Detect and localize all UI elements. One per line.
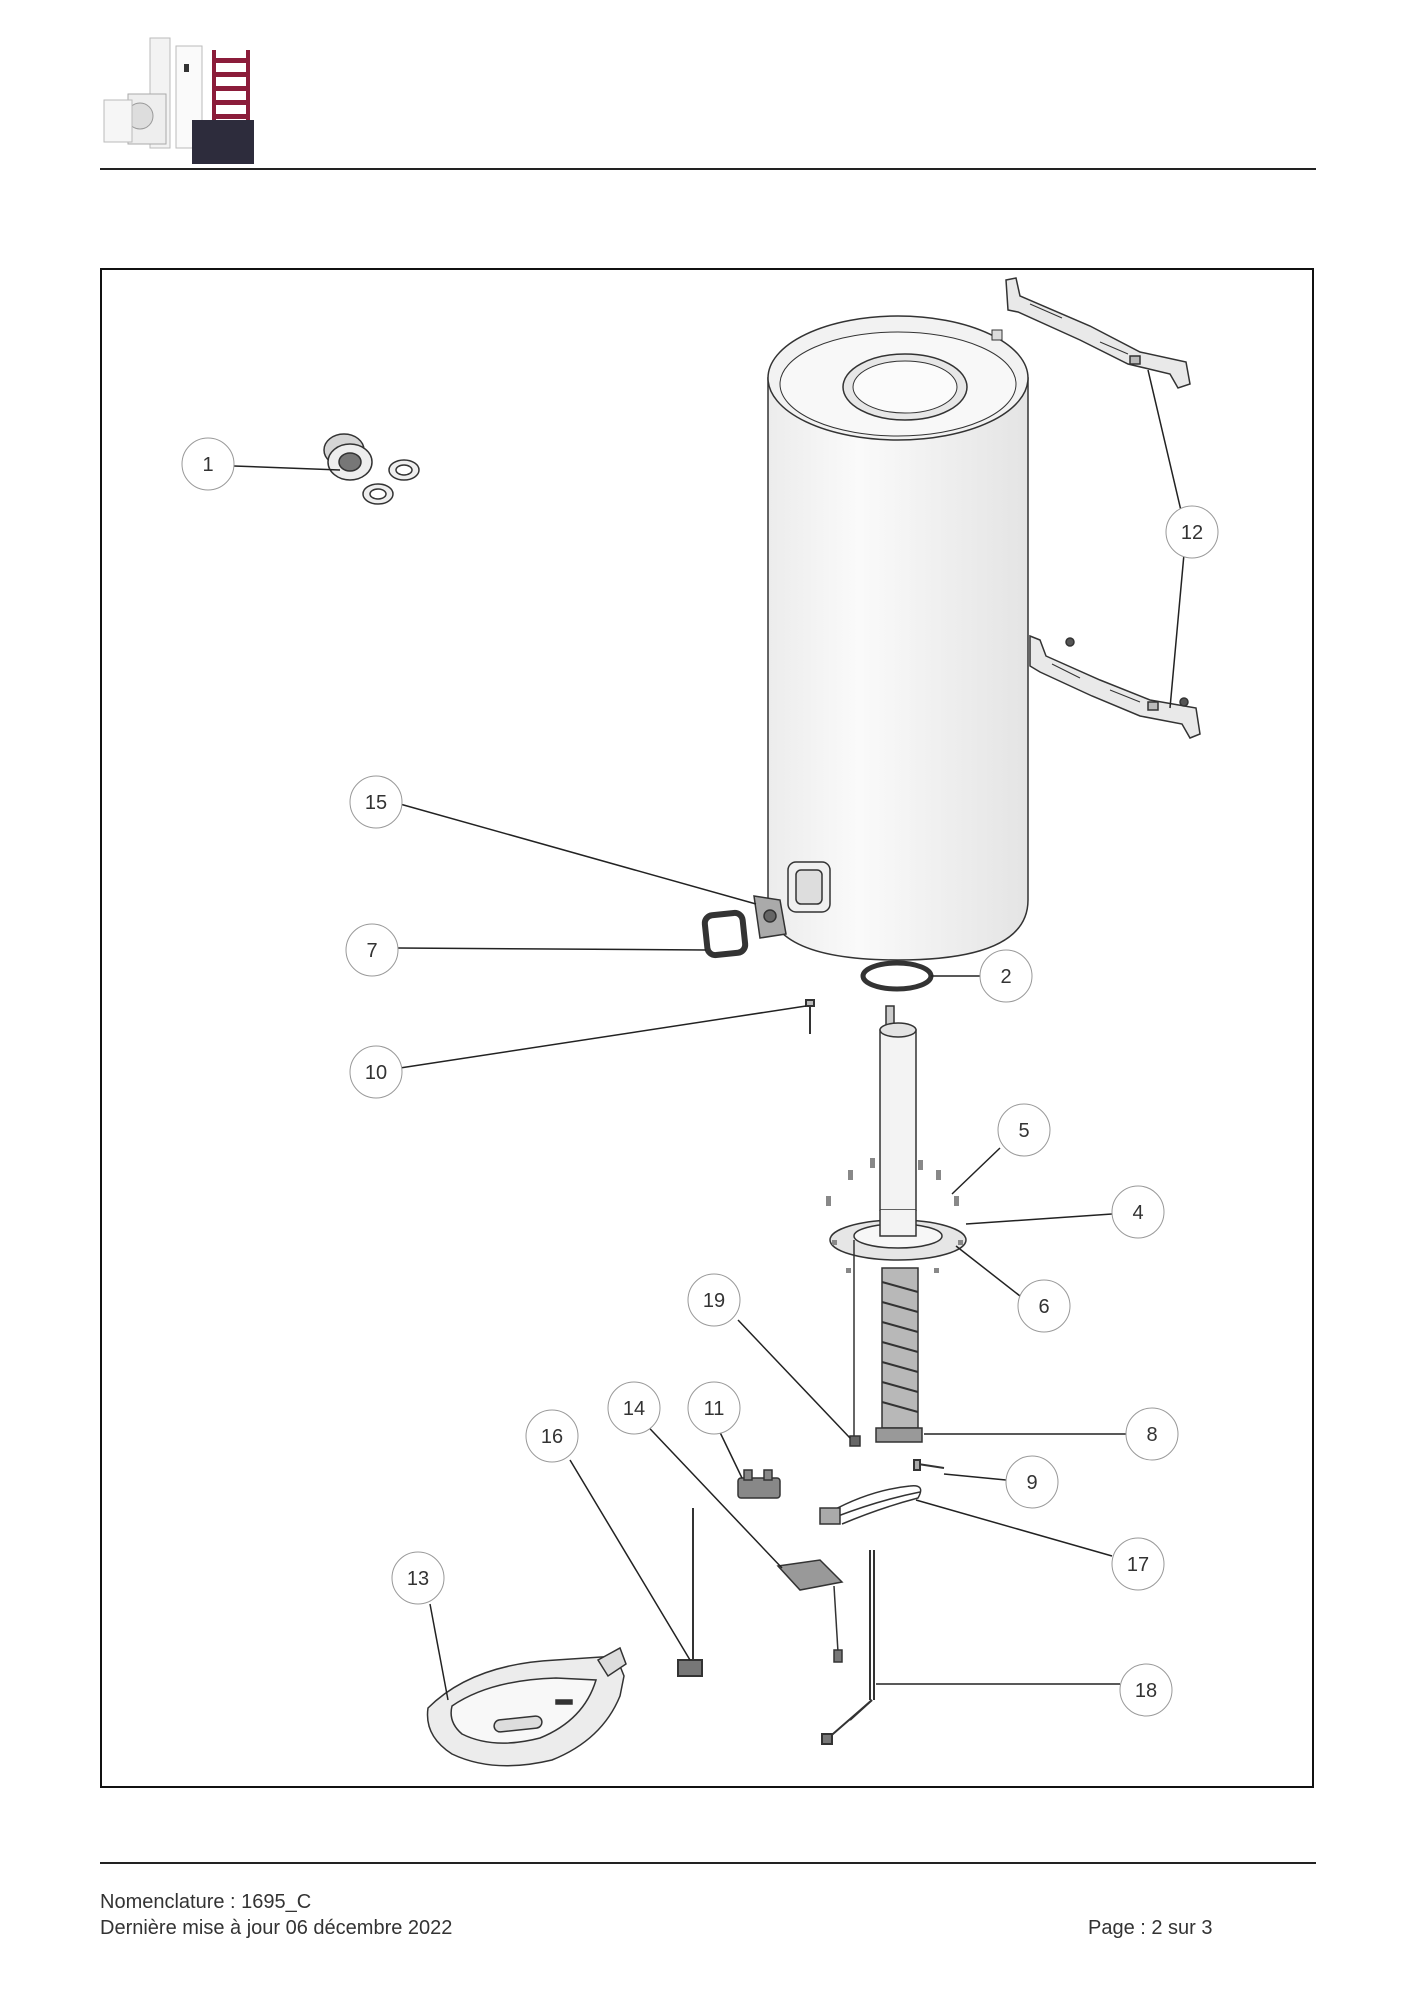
svg-text:8: 8: [1146, 1424, 1157, 1446]
page-number: Page : 2 sur 3: [1088, 1917, 1213, 1939]
water-heater-tank: [767, 315, 1029, 961]
callout-19: 19: [687, 1273, 741, 1327]
callout-12: 12: [1165, 505, 1219, 559]
svg-text:7: 7: [366, 940, 377, 962]
svg-text:16: 16: [541, 1426, 563, 1448]
svg-text:15: 15: [365, 792, 387, 814]
wall-bracket-12: [1005, 277, 1201, 739]
rod-9: [913, 1459, 945, 1471]
svg-text:5: 5: [1018, 1120, 1029, 1142]
callout-14: 14: [607, 1381, 661, 1435]
callout-7: 7: [345, 923, 399, 977]
callout-13: 13: [391, 1551, 445, 1605]
svg-text:17: 17: [1127, 1554, 1149, 1576]
callout-8: 8: [1125, 1407, 1179, 1461]
union-fitting-1: [323, 433, 420, 505]
footer-rule: [100, 1862, 1316, 1864]
leader-lines: [233, 369, 1187, 1701]
last-update-date: Dernière mise à jour 06 décembre 2022: [100, 1917, 453, 1939]
thermostat-14: [776, 1559, 844, 1663]
header-rule: [100, 168, 1316, 170]
callout-16: 16: [525, 1409, 579, 1463]
probe-16: [677, 1508, 703, 1677]
svg-text:19: 19: [703, 1290, 725, 1312]
connector-11: [737, 1469, 781, 1499]
brand-logo: [103, 37, 254, 164]
svg-text:6: 6: [1038, 1296, 1049, 1318]
svg-text:9: 9: [1026, 1472, 1037, 1494]
callout-2: 2: [979, 949, 1033, 1003]
callout-1: 1: [181, 437, 235, 491]
square-gasket-7: [701, 909, 749, 959]
heating-element-assembly: [826, 1005, 967, 1447]
callout-11: 11: [687, 1381, 741, 1435]
svg-text:13: 13: [407, 1568, 429, 1590]
callout-5: 5: [997, 1103, 1051, 1157]
callout-15: 15: [349, 775, 403, 829]
thermostat-cover-15: [753, 895, 787, 939]
screw-10: [805, 999, 815, 1034]
svg-text:11: 11: [704, 1398, 725, 1420]
callout-6: 6: [1017, 1279, 1071, 1333]
svg-text:18: 18: [1135, 1680, 1157, 1702]
svg-text:4: 4: [1132, 1202, 1143, 1224]
callout-4: 4: [1111, 1185, 1165, 1239]
svg-text:12: 12: [1181, 522, 1203, 544]
svg-text:2: 2: [1000, 966, 1011, 988]
callout-17: 17: [1111, 1537, 1165, 1591]
sensor-cable-18: [821, 1550, 875, 1745]
exploded-view-frame: [100, 268, 1314, 1788]
svg-text:10: 10: [365, 1062, 387, 1084]
svg-text:1: 1: [202, 454, 213, 476]
base-cover-13: [426, 1646, 627, 1767]
svg-text:14: 14: [623, 1398, 645, 1420]
callout-10: 10: [349, 1045, 403, 1099]
wiring-harness-17: [819, 1485, 922, 1525]
flange-seal-2: [860, 960, 934, 992]
callout-9: 9: [1005, 1455, 1059, 1509]
callout-18: 18: [1119, 1663, 1173, 1717]
document-reference: Nomenclature : 1695_C: [100, 1891, 312, 1913]
